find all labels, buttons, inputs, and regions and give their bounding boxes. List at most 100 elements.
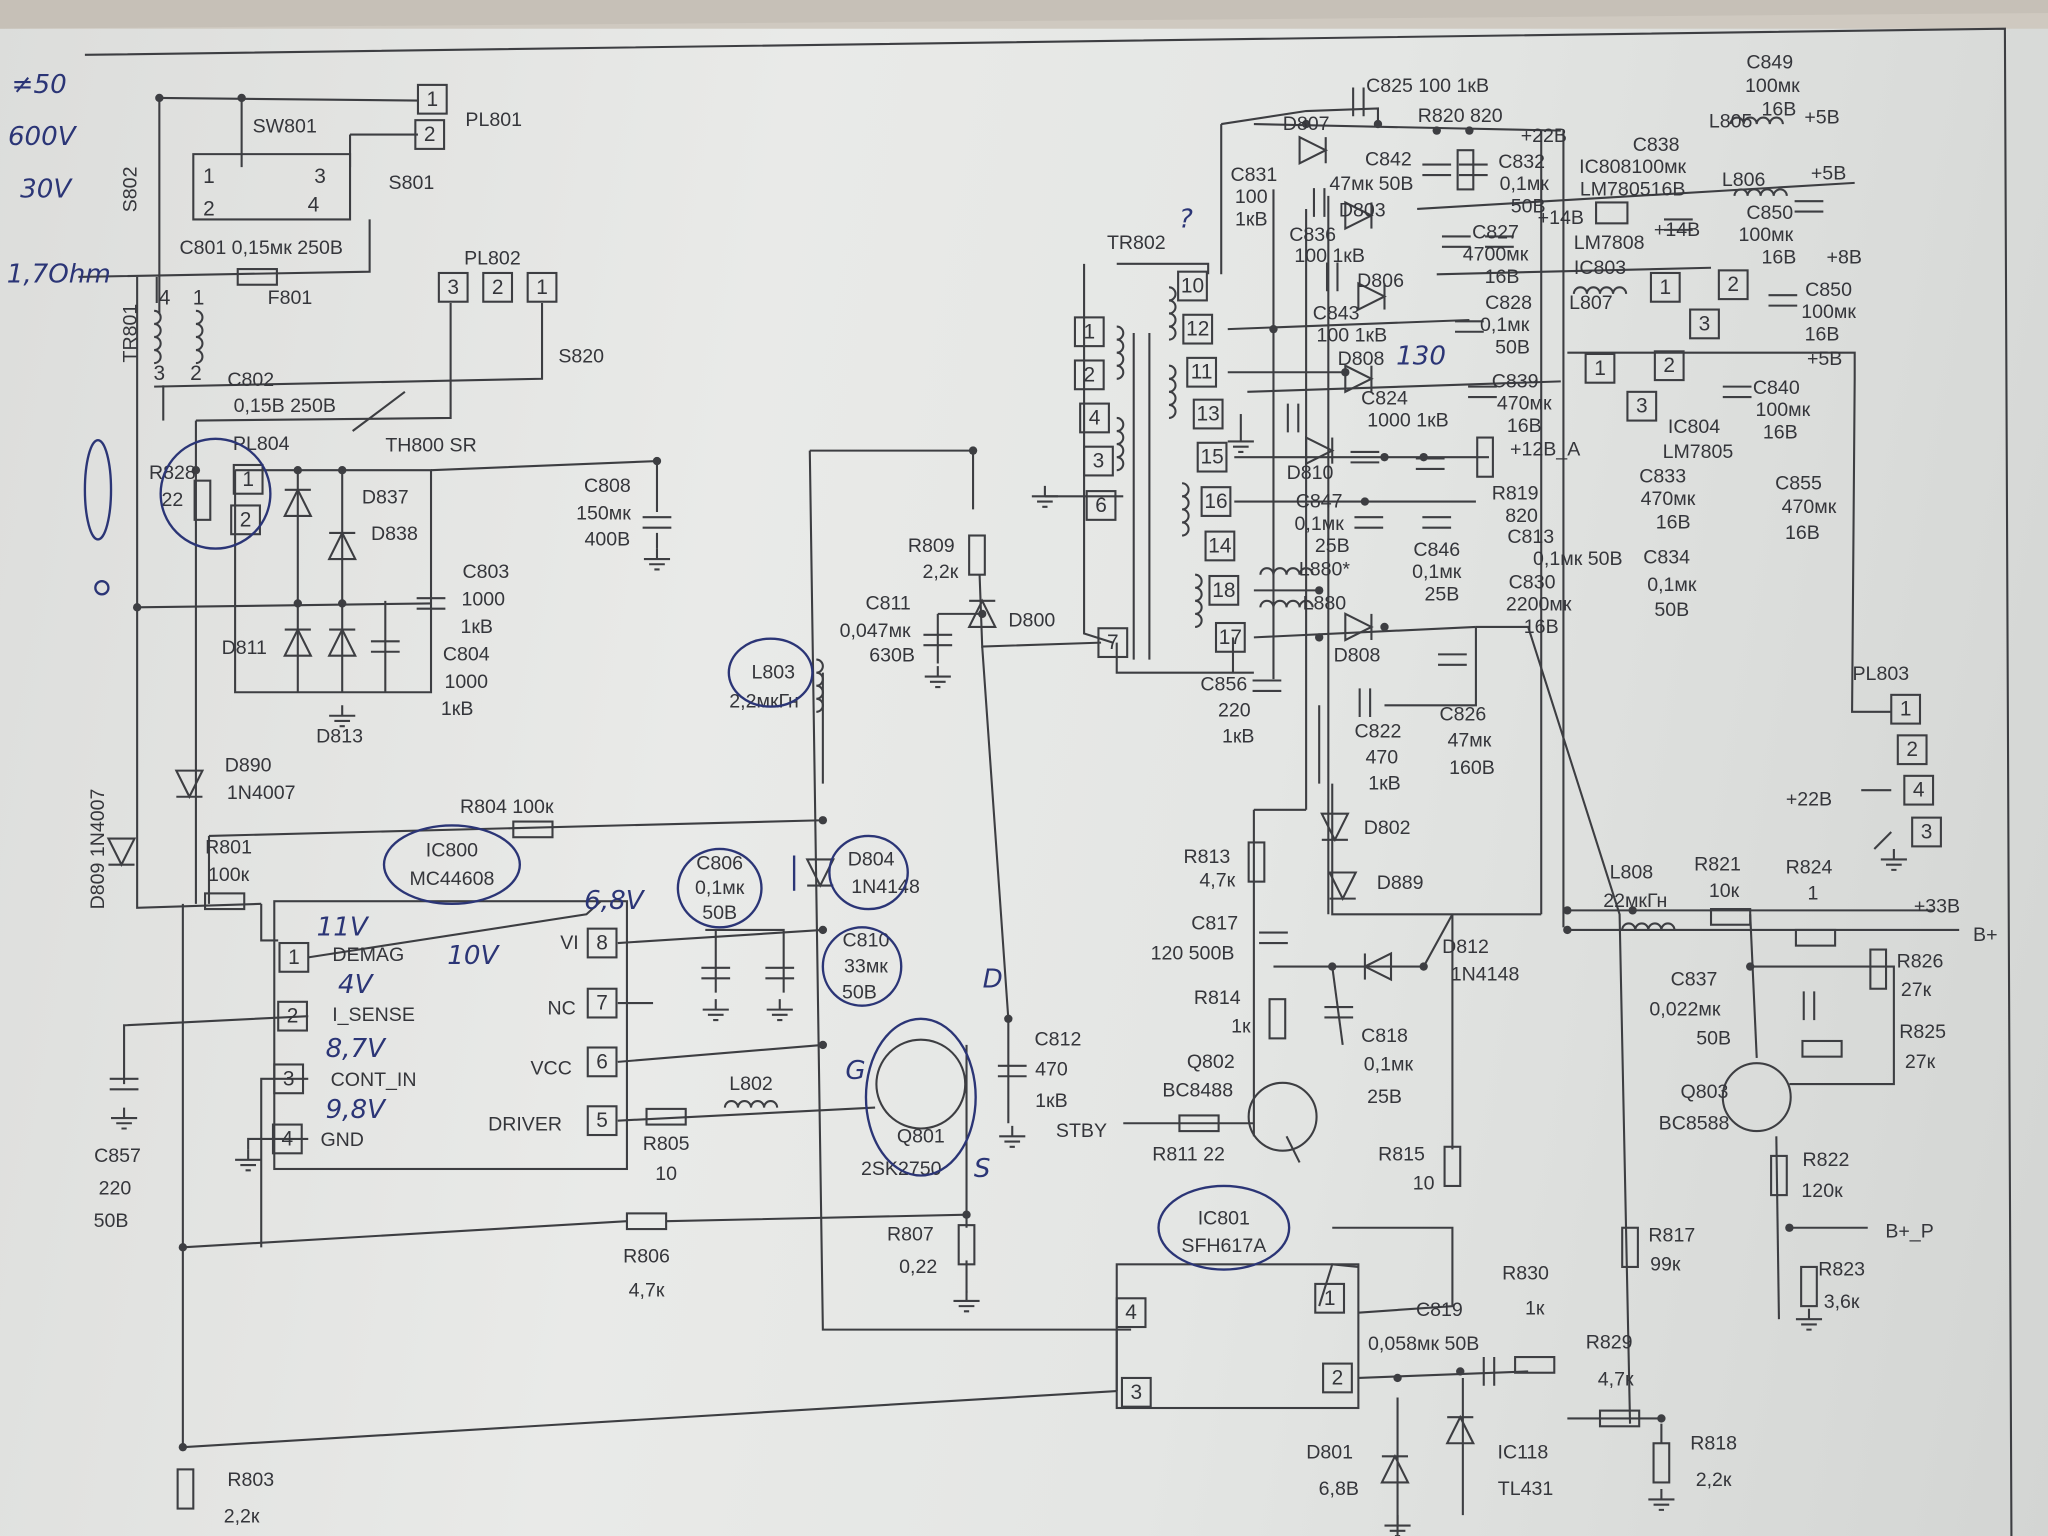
c808-capacitor-symbol [642, 516, 672, 529]
junction-dot [293, 599, 302, 608]
wire [84, 27, 2013, 1536]
junction-dot [1419, 452, 1428, 462]
junction-dot [818, 816, 828, 825]
r820-resistor [1456, 149, 1475, 191]
left-margin-pen-circle [83, 438, 113, 541]
junction-dot [962, 1210, 971, 1219]
c803-label: 1000 [461, 589, 505, 611]
c827-label: 4700мк [1463, 244, 1529, 266]
c833-label: 16В [1656, 511, 1691, 533]
r820-label: R820 820 [1418, 105, 1503, 127]
junction-dot [652, 456, 662, 466]
pin-box [1192, 398, 1224, 430]
junction-dot [1315, 633, 1324, 642]
pin-box [277, 1000, 308, 1032]
pin-number: 10 [1181, 275, 1204, 298]
v12a-label: +12В_А [1510, 438, 1581, 460]
q801-label: 2SK2750 [861, 1158, 942, 1180]
r821-label: R821 [1694, 854, 1741, 876]
pin-box [1073, 359, 1105, 391]
pin-number: 3 [283, 1067, 295, 1090]
c819-label: C819 [1416, 1299, 1463, 1321]
d804-diode-symbol [805, 858, 835, 888]
c830-label: 2200мк [1506, 594, 1572, 616]
r826-label: R826 [1897, 950, 1944, 972]
ground-symbol [329, 705, 356, 728]
wire [1358, 1280, 1454, 1314]
f801-resistor [236, 268, 278, 286]
c801-label: C801 0,15мк 250В [179, 237, 343, 259]
c847-label: C847 [1296, 491, 1343, 513]
q803-transistor-symbol [1721, 1062, 1792, 1133]
r822-label: R822 [1803, 1149, 1850, 1171]
tr802-s2-inductor-symbol [1168, 364, 1177, 420]
c818-label: C818 [1361, 1025, 1408, 1047]
r804-resistor [512, 820, 554, 839]
junction-dot [293, 466, 302, 475]
pl804-pen-circle [159, 437, 272, 550]
r829-label: 4,7к [1598, 1368, 1634, 1390]
c818-capacitor-symbol [1324, 1005, 1354, 1019]
c804-capacitor-symbol [370, 640, 400, 653]
r818-label: 2,2к [1696, 1469, 1732, 1491]
c837-label: 0,022мк [1649, 999, 1720, 1021]
r817-label: 99к [1650, 1253, 1681, 1275]
pin-number: 7 [596, 992, 608, 1015]
pin-box [1903, 774, 1935, 806]
pin-box [1208, 574, 1240, 606]
c846-label: 0,1мк [1412, 561, 1462, 583]
c839-label: C839 [1492, 370, 1539, 392]
pin-box [1200, 486, 1232, 517]
l806-label: L806 [1722, 169, 1766, 191]
v5a-label: +5В [1804, 107, 1839, 129]
ic801-optocoupler-body [1115, 1263, 1360, 1410]
d806-diode-symbol [1357, 281, 1387, 312]
c832-label: 0,1мк [1500, 173, 1550, 195]
wire [123, 1015, 309, 1085]
r807-resistor [957, 1224, 976, 1266]
wire [1083, 263, 1114, 644]
r805-resistor [645, 1107, 687, 1126]
wire [1221, 107, 1380, 126]
c840-label: 16В [1763, 421, 1798, 443]
d801-label: 6,8В [1319, 1478, 1359, 1500]
pin-box [1186, 356, 1218, 388]
pin-box [586, 1105, 618, 1137]
wire [617, 1106, 876, 1122]
c840-label: 100мк [1756, 399, 1811, 421]
pin-box [1120, 1376, 1152, 1408]
ground-symbol [702, 999, 729, 1022]
r807-label: R807 [887, 1223, 934, 1245]
pin-number: 8 [596, 932, 608, 955]
d804-label: D804 [848, 848, 895, 870]
pin-number: 1 [203, 165, 215, 188]
ic808-regulator-body [1595, 201, 1629, 225]
pin-box [482, 271, 514, 303]
c826-label: 160В [1449, 757, 1495, 779]
pin-box [1204, 530, 1236, 562]
c803-capacitor-symbol [416, 597, 446, 610]
c847-label: 25В [1315, 535, 1350, 557]
pin-box [1653, 350, 1685, 382]
c817-label: 120 500В [1151, 942, 1235, 964]
junction-dot [978, 609, 987, 619]
v33-label: +33В [1914, 895, 1960, 917]
c850a-label: C850 [1746, 202, 1793, 224]
c832-label: C832 [1498, 151, 1545, 173]
pin-box [586, 987, 618, 1019]
c834-label: 50В [1654, 599, 1689, 621]
c840-label: C840 [1753, 377, 1800, 399]
junction-dot [338, 466, 347, 475]
l808-label: L808 [1610, 861, 1654, 883]
junction-dot [1380, 452, 1389, 462]
c818-label: 25В [1367, 1086, 1402, 1108]
r819-label: R819 [1492, 483, 1539, 505]
r825-resistor [1801, 1039, 1843, 1058]
r822-resistor [1770, 1154, 1788, 1197]
r824-resistor [1794, 928, 1837, 947]
c857-label: C857 [94, 1145, 141, 1167]
c822-label: 1кВ [1368, 773, 1401, 795]
r813-label: 4,7к [1199, 869, 1235, 891]
